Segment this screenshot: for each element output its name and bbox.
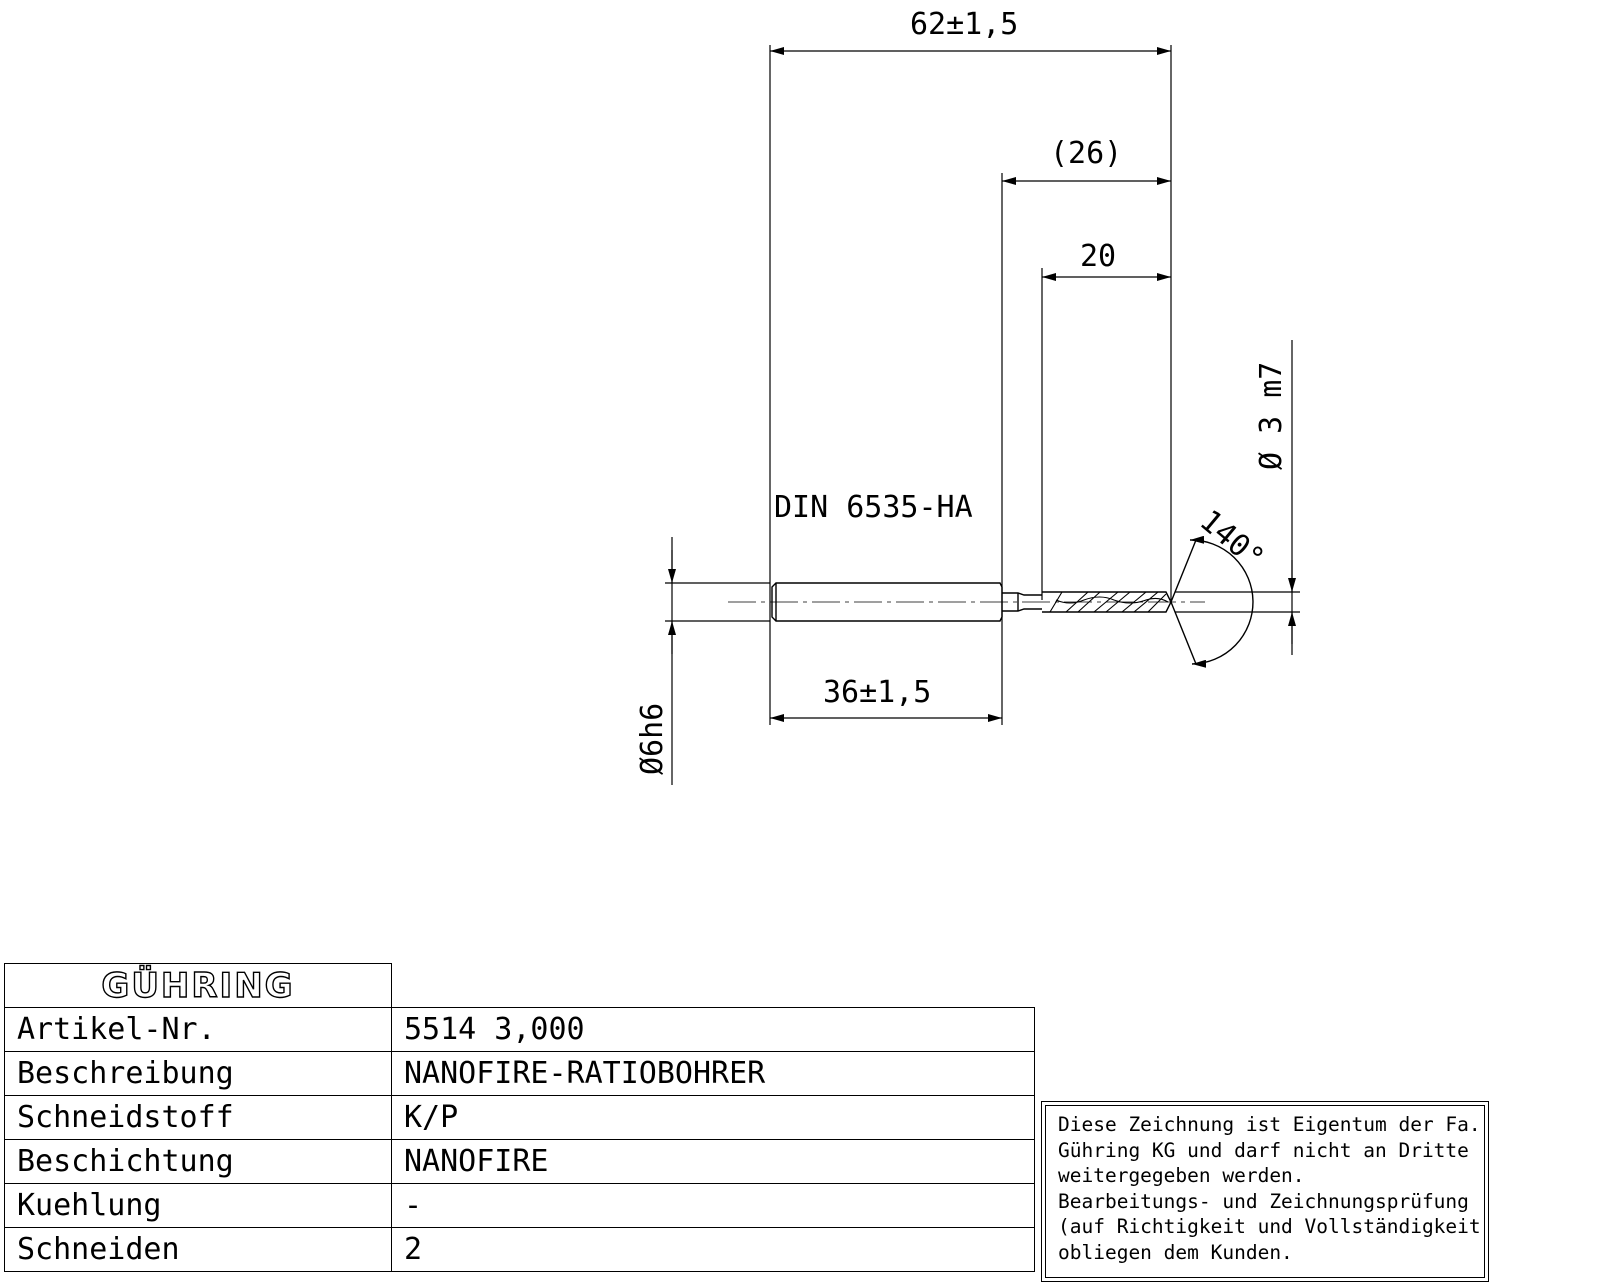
spec-value: K/P — [391, 1095, 1035, 1140]
logo-row: GÜHRING — [4, 963, 1035, 1008]
logo-cell: GÜHRING — [4, 963, 392, 1008]
company-logo: GÜHRING — [101, 965, 295, 1006]
table-row: Artikel-Nr. 5514 3,000 — [4, 1007, 1035, 1052]
dim-shank-diameter-label: Ø6h6 — [635, 703, 670, 775]
standard-label: DIN 6535-HA — [774, 490, 973, 525]
table-row: Beschreibung NANOFIRE-RATIOBOHRER — [4, 1051, 1035, 1096]
angle-leg-bottom — [1170, 601, 1197, 665]
spec-label: Schneidstoff — [4, 1095, 392, 1140]
spec-label: Artikel-Nr. — [4, 1007, 392, 1052]
spec-value: NANOFIRE — [391, 1139, 1035, 1184]
spec-label: Beschichtung — [4, 1139, 392, 1184]
notice-line: obliegen dem Kunden. — [1058, 1240, 1293, 1264]
notice-line: (auf Richtigkeit und Vollständigkeit) — [1058, 1215, 1485, 1238]
spec-label: Beschreibung — [4, 1051, 392, 1096]
dim-total-length-label: 62±1,5 — [910, 7, 1018, 42]
dim-diameter-label: Ø 3 m7 — [1254, 362, 1289, 470]
angle-label: 140° — [1193, 503, 1271, 576]
table-row: Schneidstoff K/P — [4, 1095, 1035, 1140]
spec-label: Kuehlung — [4, 1183, 392, 1228]
dim-flute-ref-label: (26) — [1050, 136, 1122, 171]
angle-arc — [1189, 535, 1254, 668]
neck — [1002, 592, 1042, 612]
spec-value: 2 — [391, 1227, 1035, 1272]
table-row: Beschichtung NANOFIRE — [4, 1139, 1035, 1184]
copyright-notice: Diese Zeichnung ist Eigentum der Fa.Gühr… — [1041, 1101, 1489, 1282]
spec-value: NANOFIRE-RATIOBOHRER — [391, 1051, 1035, 1096]
angle-leg-top — [1170, 539, 1197, 603]
spec-table: GÜHRING Artikel-Nr. 5514 3,000 Beschreib… — [4, 963, 1035, 1272]
shank — [771, 582, 1003, 622]
notice-line: Diese Zeichnung ist Eigentum der Fa. — [1058, 1113, 1481, 1136]
notice-text: Diese Zeichnung ist Eigentum der Fa.Gühr… — [1045, 1105, 1485, 1278]
drill-outline — [728, 535, 1254, 668]
helix-lines — [1049, 591, 1169, 613]
technical-drawing: 62±1,5 (26) 20 Ø 3 m7 DIN 6535-HA 140° 3… — [635, 7, 1300, 785]
table-row: Kuehlung - — [4, 1183, 1035, 1228]
dim-flute-label: 20 — [1080, 239, 1116, 274]
dimension-lines — [668, 47, 1296, 722]
notice-line: Bearbeitungs- und Zeichnungsprüfung — [1058, 1189, 1469, 1213]
extension-lines — [665, 45, 1300, 785]
spec-value: 5514 3,000 — [391, 1007, 1035, 1052]
notice-line: Gühring KG und darf nicht an Dritte — [1058, 1138, 1469, 1162]
table-row: Schneiden 2 — [4, 1227, 1035, 1272]
spec-value: - — [391, 1183, 1035, 1228]
dim-shank-length-label: 36±1,5 — [823, 675, 931, 710]
notice-line: weitergegeben werden. — [1058, 1164, 1305, 1187]
spec-label: Schneiden — [4, 1227, 392, 1272]
